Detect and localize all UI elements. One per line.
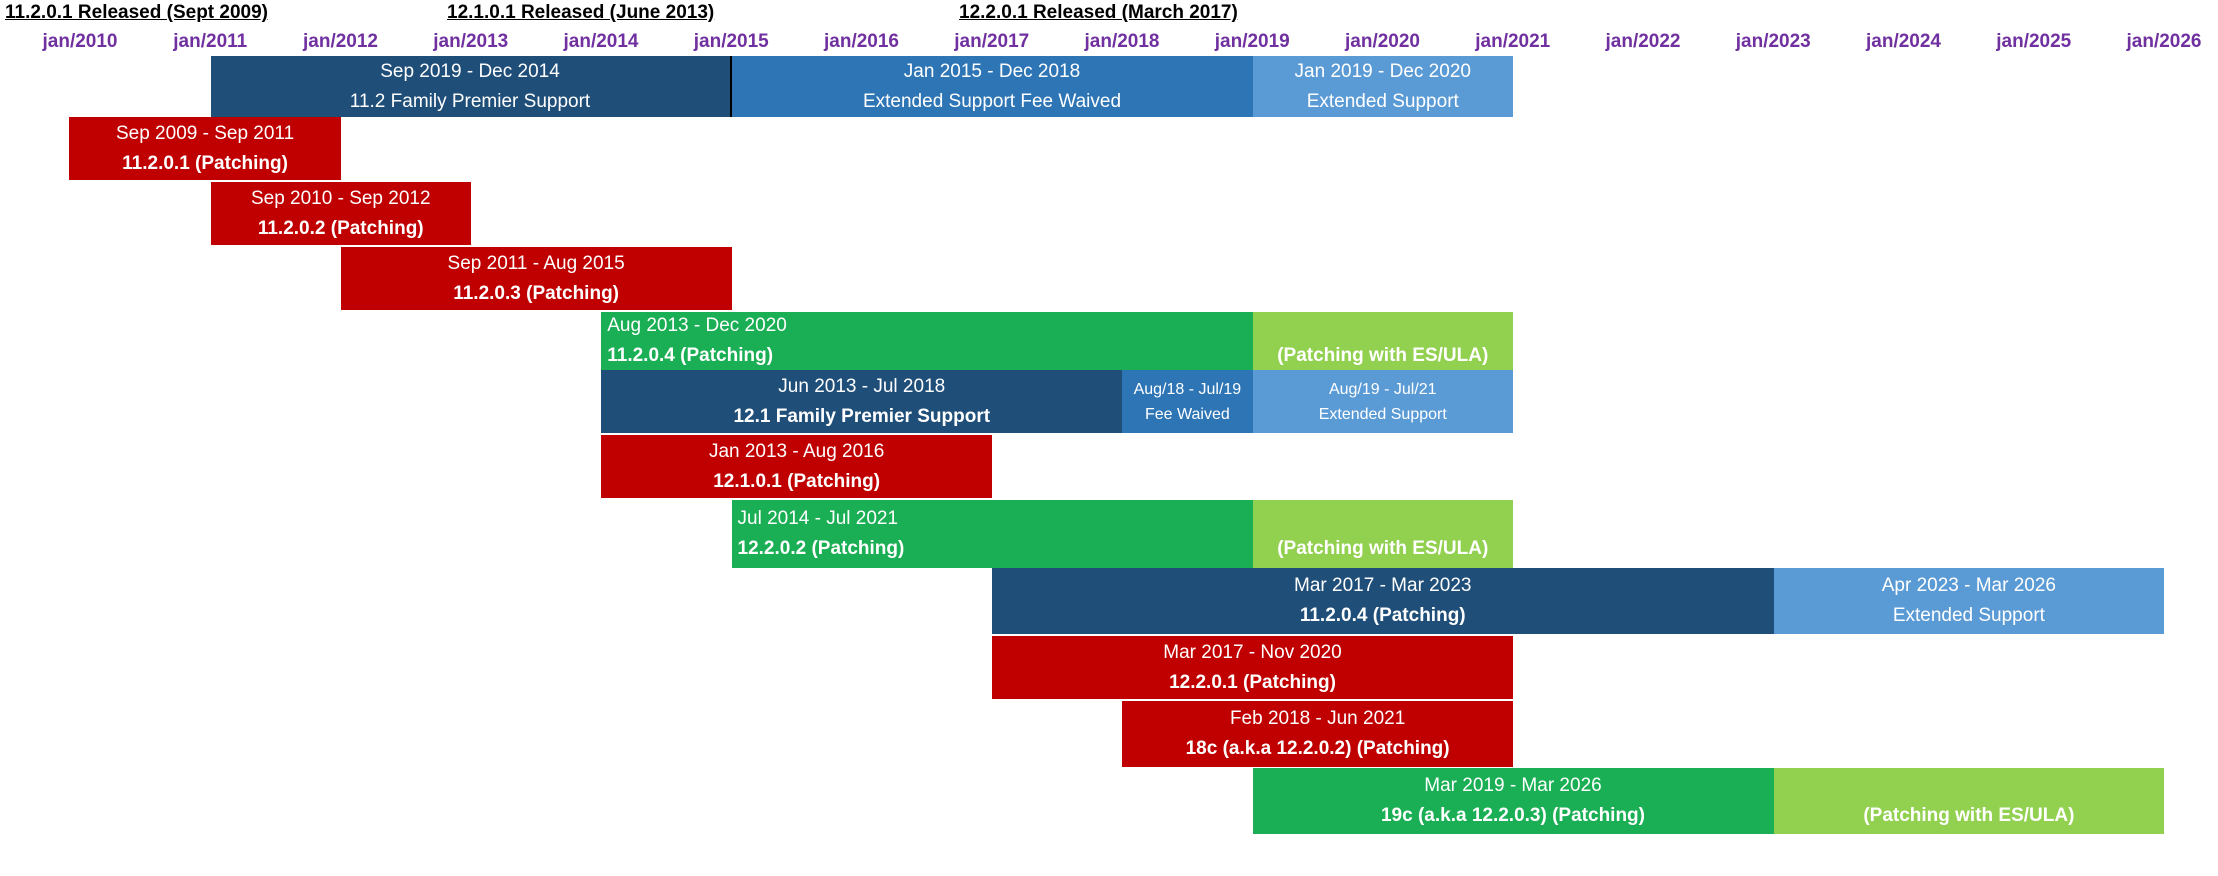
bar-label: Extended Support <box>1892 605 2045 626</box>
bar-date-range: Sep 2009 - Sep 2011 <box>115 122 295 144</box>
bar-label: (Patching with ES/ULA) <box>1863 805 2075 826</box>
bar-label: 11.2 Family Premier Support <box>349 90 591 112</box>
bar-date-range: Jul 2014 - Jul 2021 <box>737 508 899 529</box>
x-tick-label: jan/2021 <box>1475 31 1551 52</box>
bar-date-range: Aug 2013 - Dec 2020 <box>607 315 787 336</box>
x-tick-label: jan/2022 <box>1605 31 1681 52</box>
x-tick-label: jan/2013 <box>433 31 509 52</box>
timeline-bar: Jul 2014 - Jul 2021 12.2.0.2 (Patching) <box>731 500 1253 568</box>
x-tick-label: jan/2026 <box>2126 31 2202 52</box>
bar-date-range: Mar 2017 - Mar 2023 <box>1294 575 1472 596</box>
timeline-bar: Aug 2013 - Dec 2020 11.2.0.4 (Patching) <box>601 312 1253 370</box>
bar-date-range: Jan 2019 - Dec 2020 <box>1294 60 1471 82</box>
bar-date-range: Sep 2019 - Dec 2014 <box>380 60 560 82</box>
bar-date-range: Aug/18 - Jul/19 <box>1133 380 1242 398</box>
bar-date-range <box>1380 312 1385 341</box>
bar-label: 19c (a.k.a 12.2.0.3) (Patching) <box>1380 805 1645 826</box>
bar-date-range: Feb 2018 - Jun 2021 <box>1229 708 1406 729</box>
x-tick-label: jan/2024 <box>1866 31 1941 52</box>
timeline-bar: Sep 2009 - Sep 2011 11.2.0.1 (Patching) <box>69 117 341 180</box>
bar-label: 11.2.0.4 (Patching) <box>607 345 774 366</box>
timeline-bar: (Patching with ES/ULA) <box>1252 500 1513 568</box>
bar-label: (Patching with ES/ULA) <box>1277 538 1489 559</box>
x-tick-label: jan/2016 <box>824 31 899 52</box>
x-tick-label: jan/2018 <box>1084 31 1160 52</box>
timeline-bar: Mar 2017 - Mar 2023 11.2.0.4 (Patching) <box>992 568 1774 634</box>
bar-label: 11.2.0.3 (Patching) <box>453 282 620 304</box>
bar-label: (Patching with ES/ULA) <box>1277 345 1489 366</box>
bar-label: 11.2.0.4 (Patching) <box>1299 605 1466 626</box>
timeline-bar: Sep 2019 - Dec 2014 11.2 Family Premier S… <box>210 56 732 117</box>
timeline-bar: Feb 2018 - Jun 2021 18c (a.k.a 12.2.0.2) … <box>1122 701 1513 767</box>
x-tick-label: jan/2010 <box>42 31 118 52</box>
bar-date-range: Sep 2011 - Aug 2015 <box>447 252 625 274</box>
timeline-bar: Mar 2017 - Nov 2020 12.2.0.1 (Patching) <box>992 636 1513 699</box>
bar-date-range: Jan 2013 - Aug 2016 <box>708 440 885 462</box>
timeline-bar: Jun 2013 - Jul 2018 12.1 Family Premier S… <box>601 370 1123 433</box>
bar-date-range: Mar 2017 - Nov 2020 <box>1163 641 1342 663</box>
x-tick-label: jan/2019 <box>1214 31 1290 52</box>
x-tick-label: jan/2025 <box>1996 31 2072 52</box>
bar-date-range: Jun 2013 - Jul 2018 <box>778 375 946 397</box>
timeline-bar: Sep 2010 - Sep 2012 11.2.0.2 (Patching) <box>210 182 471 245</box>
bar-label: 11.2.0.1 (Patching) <box>122 152 288 174</box>
x-tick-label: jan/2014 <box>563 31 639 52</box>
bar-date-range: Apr 2023 - Mar 2026 <box>1881 575 2056 596</box>
bar-label: 18c (a.k.a 12.2.0.2) (Patching) <box>1185 738 1450 759</box>
bar-label: 12.1 Family Premier Support <box>733 405 991 427</box>
bar-date-range <box>1380 504 1385 534</box>
bar-label: Extended Support <box>1318 405 1447 423</box>
timeline-bar: (Patching with ES/ULA) <box>1773 768 2165 834</box>
x-tick-label: jan/2020 <box>1345 31 1420 52</box>
release-label: 11.2.0.1 Released (Sept 2009) <box>5 2 268 23</box>
bar-label: 12.2.0.1 (Patching) <box>1169 671 1336 693</box>
release-label: 12.2.0.1 Released (March 2017) <box>959 2 1238 23</box>
x-tick-label: jan/2011 <box>173 31 248 52</box>
x-tick-label: jan/2017 <box>954 31 1030 52</box>
x-tick-label: jan/2023 <box>1735 31 1811 52</box>
bar-label: Fee Waived <box>1144 405 1230 423</box>
bar-label: Extended Support <box>1306 90 1459 112</box>
bar-date-range <box>1966 771 1971 801</box>
x-tick-label: jan/2015 <box>693 31 769 52</box>
timeline-bar: Mar 2019 - Mar 2026 19c (a.k.a 12.2.0.3) … <box>1252 768 1774 834</box>
bar-date-range: Aug/19 - Jul/21 <box>1328 380 1437 398</box>
bar-date-range: Mar 2019 - Mar 2026 <box>1424 775 1602 796</box>
timeline-bar: Sep 2011 - Aug 2015 11.2.0.3 (Patching) <box>340 247 732 310</box>
release-label: 12.1.0.1 Released (June 2013) <box>447 2 715 23</box>
bar-date-range: Sep 2010 - Sep 2012 <box>250 187 431 209</box>
x-tick-label: jan/2012 <box>303 31 378 52</box>
bar-date-range: Jan 2015 - Dec 2018 <box>903 60 1081 82</box>
bar-label: 12.1.0.1 (Patching) <box>713 470 881 492</box>
bar-label: Extended Support Fee Waived <box>862 90 1122 112</box>
bar-label: 12.2.0.2 (Patching) <box>737 538 905 559</box>
timeline-bar: (Patching with ES/ULA) <box>1252 312 1513 370</box>
timeline-bar: Jan 2013 - Aug 2016 12.1.0.1 (Patching) <box>601 435 992 498</box>
bar-label: 11.2.0.2 (Patching) <box>257 217 424 239</box>
